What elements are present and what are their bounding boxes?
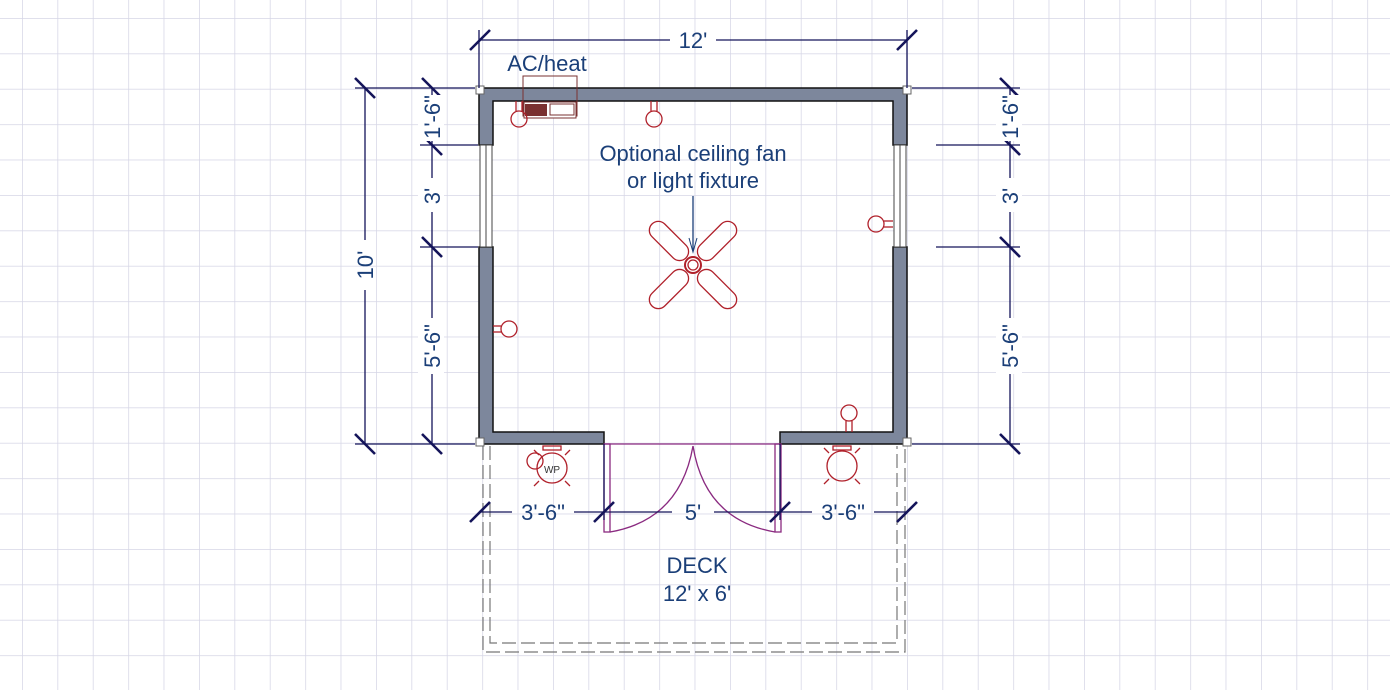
deck-label: DECK (666, 553, 727, 578)
ac-heat-unit (522, 75, 578, 119)
outlet-icon (500, 320, 518, 338)
dim-bottom-door: 5' (685, 500, 701, 525)
dimension-left: 10' 1'-6" 3' 5'-6" (353, 77, 478, 455)
dimension-right: 1'-6" 3' 5'-6" (912, 77, 1023, 455)
outlet-icon (510, 110, 528, 128)
dim-right-seg3: 5'-6" (998, 324, 1023, 368)
outlet-icon (645, 110, 663, 128)
fan-note-line1: Optional ceiling fan (599, 141, 786, 166)
dim-left-total: 10' (353, 251, 378, 280)
dim-bottom-left: 3'-6" (521, 500, 565, 525)
fan-note-line2: or light fixture (627, 168, 759, 193)
exterior-light-right (823, 445, 861, 485)
double-door (603, 443, 782, 533)
dim-right-seg1: 1'-6" (998, 95, 1023, 139)
dim-bottom-right: 3'-6" (821, 500, 865, 525)
fan-arrow (688, 196, 698, 254)
dimension-top: 12' (469, 28, 918, 88)
outlet-icon (840, 404, 858, 422)
outlets (493, 101, 893, 470)
outlet-icon (867, 215, 885, 233)
outlet-icon (526, 452, 544, 470)
ceiling-fan-icon (648, 220, 738, 310)
deck-outline (482, 446, 906, 653)
dim-right-seg2: 3' (998, 188, 1023, 204)
dim-left-seg3: 5'-6" (420, 324, 445, 368)
wp-label: WP (544, 465, 560, 476)
dim-top-width: 12' (679, 28, 708, 53)
exterior-light-left: WP (533, 445, 571, 487)
window-left (479, 144, 493, 248)
window-right (893, 144, 907, 248)
dimension-bottom: 3'-6" 5' 3'-6" (469, 444, 918, 525)
dim-left-seg1: 1'-6" (420, 95, 445, 139)
dim-left-seg2: 3' (420, 188, 445, 204)
ac-heat-label: AC/heat (507, 51, 587, 76)
deck-size-label: 12' x 6' (663, 581, 731, 606)
